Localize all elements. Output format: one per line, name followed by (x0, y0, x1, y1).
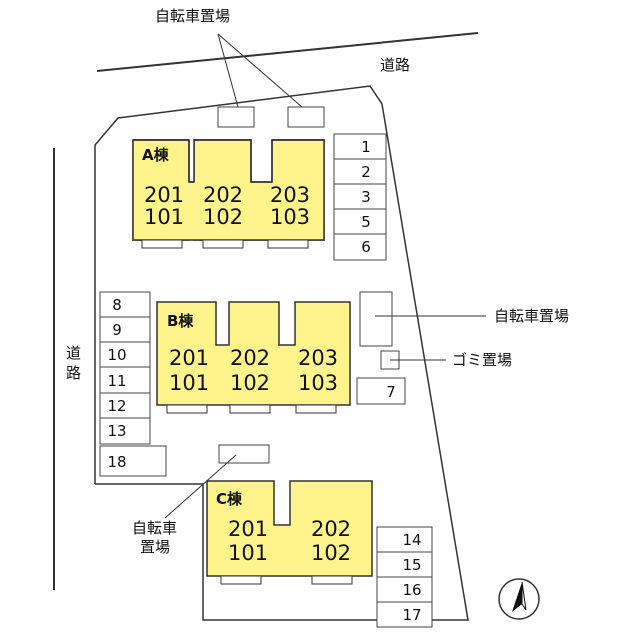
parking-left: 8 9 10 11 12 13 18 (99, 291, 167, 477)
top-road-label: 道路 (380, 56, 410, 74)
building-a-unit-1-lower: 101 (144, 205, 184, 229)
parking-7 (356, 377, 406, 405)
building-b-unit-1-upper: 201 (169, 346, 209, 370)
bike-parking-top-2 (287, 106, 325, 128)
building-b-unit-3-upper: 203 (298, 346, 338, 370)
bike-top-leader-left (217, 33, 239, 108)
building-c-unit-2-lower: 102 (311, 541, 351, 565)
parking-slot: 1 (361, 138, 371, 156)
bike-parking-top-label: 自転車置場 (155, 7, 230, 25)
parking-slot: 16 (402, 581, 421, 599)
parking-slot: 6 (361, 238, 371, 256)
parking-slot: 17 (402, 606, 421, 624)
parking-slot: 13 (107, 422, 126, 440)
bike-top-leader-right (217, 33, 303, 108)
building-a-step-3 (267, 239, 309, 249)
bike-parking-right-label: 自転車置場 (494, 307, 569, 325)
bike-parking-bottom (218, 444, 270, 464)
building-a-main (133, 140, 324, 240)
building-c-unit-1-lower: 101 (228, 541, 268, 565)
parking-slot: 10 (107, 346, 126, 364)
building-b-step-3 (295, 404, 337, 414)
building-c-unit-1-upper: 201 (228, 517, 268, 541)
building-b-unit-2-lower: 102 (230, 371, 270, 395)
site-boundary (94, 85, 469, 621)
parking-slot: 12 (107, 397, 126, 415)
building-b-step-1 (166, 404, 208, 414)
bike-parking-top-1 (217, 106, 255, 128)
parking-slot: 18 (107, 453, 126, 471)
parking-slot: 9 (112, 321, 122, 339)
building-b-step-2 (229, 404, 271, 414)
north-arrow-icon (498, 578, 540, 620)
left-road-label-char-1: 道 (66, 344, 81, 362)
parking-slot: 2 (361, 163, 371, 181)
building-c-name: C棟 (216, 490, 243, 508)
building-a-notch-1 (190, 140, 194, 181)
bike-bottom-leader (164, 454, 237, 519)
building-c-unit-2-upper: 202 (311, 517, 351, 541)
bike-parking-right (359, 291, 393, 347)
building-b: B棟 201 101 202 102 203 103 (156, 301, 351, 414)
parking-slot: 3 (361, 188, 371, 206)
building-b-unit-3-lower: 103 (298, 371, 338, 395)
building-a-step-1 (141, 239, 183, 249)
parking-slot: 11 (107, 372, 126, 390)
building-b-name: B棟 (167, 312, 194, 330)
building-a-name: A棟 (142, 146, 170, 164)
top-road-line (96, 32, 479, 72)
parking-slot: 14 (402, 531, 421, 549)
building-a-unit-2-upper: 202 (203, 183, 243, 207)
building-a-unit-3-upper: 203 (270, 183, 310, 207)
building-a-step-2 (202, 239, 244, 249)
building-c-step-1 (220, 575, 262, 585)
building-a-unit-2-lower: 102 (203, 205, 243, 229)
building-a-unit-1-upper: 201 (144, 183, 184, 207)
left-road-label-char-2: 路 (66, 364, 81, 382)
building-a-notch-2 (252, 140, 271, 181)
building-b-unit-1-lower: 101 (169, 371, 209, 395)
building-c-step-2 (311, 575, 353, 585)
bike-parking-bottom-label-1: 自転車 (132, 519, 177, 537)
garbage-area-label: ゴミ置場 (452, 351, 512, 369)
parking-slot: 8 (112, 296, 122, 314)
parking-right-top: 1 2 3 5 6 (333, 133, 387, 261)
building-a-unit-3-lower: 103 (270, 205, 310, 229)
parking-right-bottom: 14 15 16 17 (376, 526, 433, 628)
building-b-unit-2-upper: 202 (230, 346, 270, 370)
parking-slot: 5 (361, 213, 371, 231)
parking-slot: 15 (402, 556, 421, 574)
parking-slot: 7 (386, 383, 396, 401)
bike-parking-bottom-label-2: 置場 (140, 538, 170, 556)
building-c: C棟 201 101 202 102 (206, 480, 373, 585)
